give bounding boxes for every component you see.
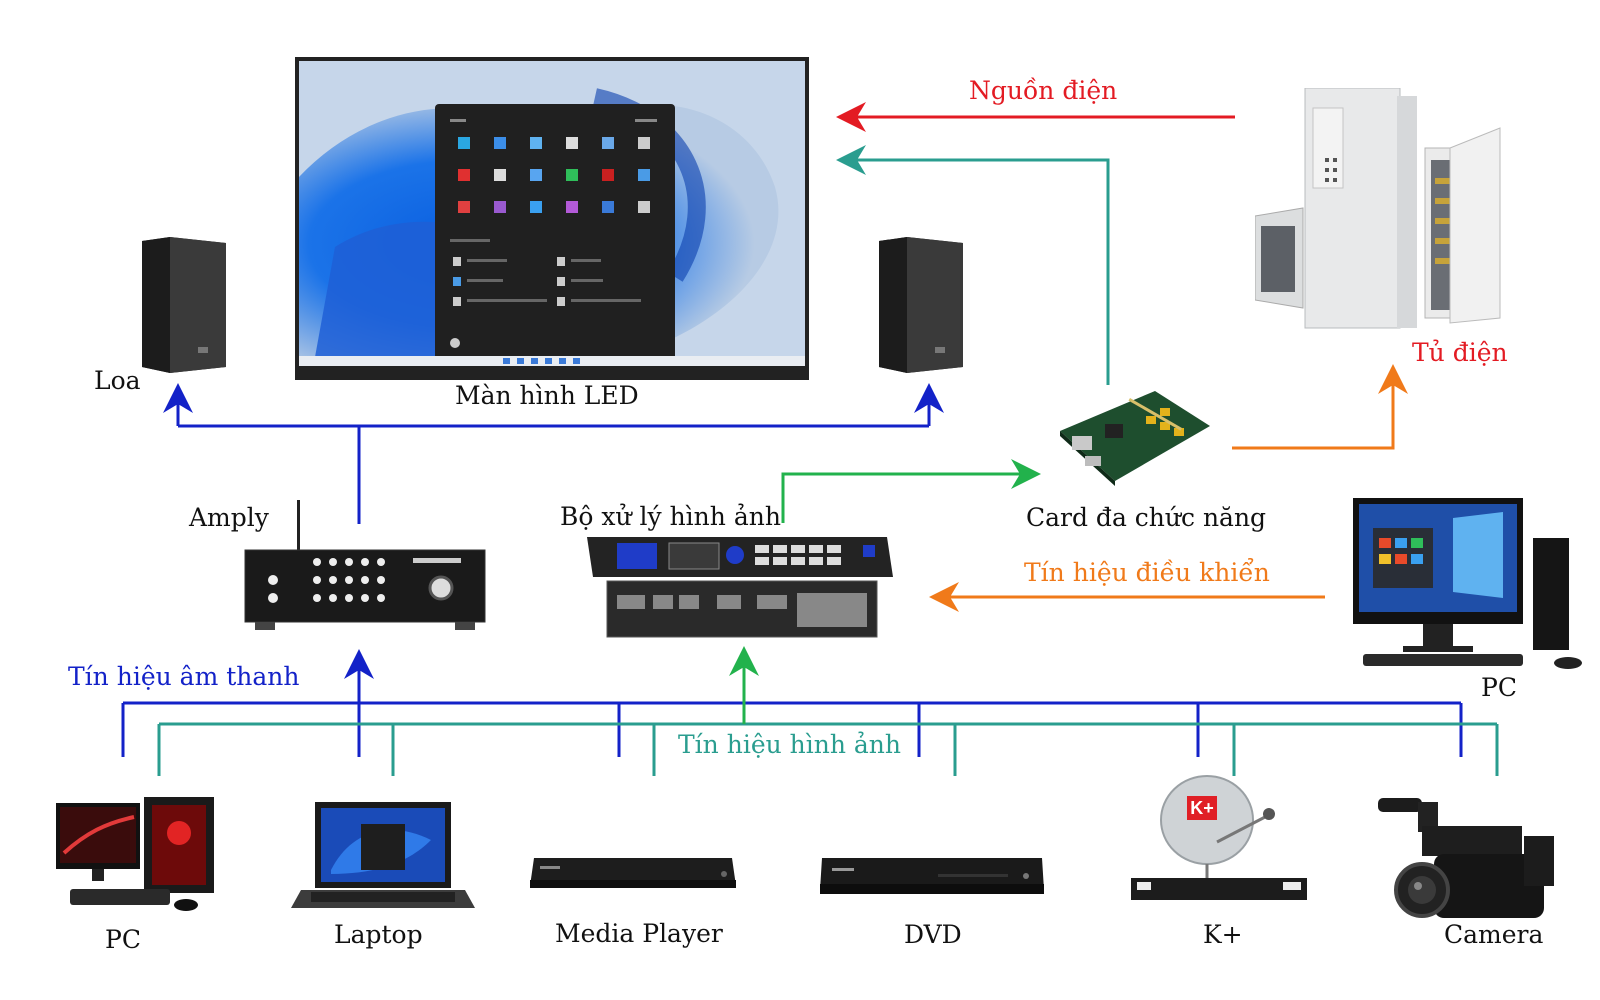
kplus-logo-icon: K+ xyxy=(1190,798,1214,818)
camera-label: Camera xyxy=(1444,920,1544,949)
speaker-left xyxy=(140,237,228,373)
electrical-cabinet xyxy=(1254,87,1505,338)
multifunction-card xyxy=(1050,386,1215,486)
video-signal-label: Tín hiệu hình ảnh xyxy=(678,730,902,759)
led-screen xyxy=(295,57,809,380)
card-to-cabinet-line xyxy=(1232,364,1408,450)
laptop xyxy=(291,800,475,914)
control-signal-label: Tín hiệu điều khiển xyxy=(1024,558,1270,587)
kplus-label: K+ xyxy=(1203,920,1243,949)
amplifier-label: Amply xyxy=(189,503,269,532)
image-processor-label: Bộ xử lý hình ảnh xyxy=(560,502,781,531)
led-screen-label: Màn hình LED xyxy=(455,381,639,410)
processor-to-card-line xyxy=(781,459,1041,523)
amplifier xyxy=(243,500,488,632)
card-to-screen-line xyxy=(836,145,1110,385)
camera xyxy=(1374,796,1570,926)
dvd-label: DVD xyxy=(904,920,962,949)
multifunction-card-label: Card đa chức năng xyxy=(1026,503,1267,532)
laptop-label: Laptop xyxy=(334,920,423,949)
media-player xyxy=(528,856,738,892)
speaker-right xyxy=(877,237,965,373)
media-player-label: Media Player xyxy=(555,919,723,948)
source-pc-label: PC xyxy=(105,925,141,954)
speaker-label: Loa xyxy=(94,366,141,395)
control-pc-label: PC xyxy=(1481,673,1517,702)
kplus-device: K+ xyxy=(1127,772,1313,912)
source-pc xyxy=(56,793,224,921)
dvd-player xyxy=(818,856,1046,898)
image-processor xyxy=(587,537,895,639)
power-source-label: Nguồn điện xyxy=(969,76,1118,105)
electrical-cabinet-label: Tủ điện xyxy=(1412,338,1508,367)
audio-signal-label: Tín hiệu âm thanh xyxy=(68,662,300,691)
control-pc xyxy=(1353,498,1600,670)
